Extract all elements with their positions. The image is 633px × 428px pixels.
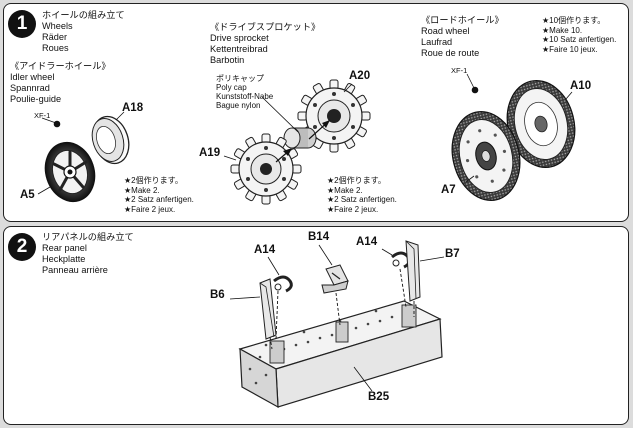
- step-number-badge: 2: [8, 233, 36, 261]
- heading-de: Räder: [42, 32, 68, 42]
- part-label-a10: A10: [570, 80, 592, 92]
- heading-de: Heckplatte: [42, 254, 86, 264]
- part-b14-drawing: [318, 244, 349, 326]
- part-b6-drawing: [229, 278, 277, 350]
- step-2-heading: リアパネルの組み立て Rear panel Heckplatte Panneau…: [42, 232, 134, 276]
- note-line: ★Faire 2 jeux.: [124, 204, 176, 214]
- road-en: Road wheel: [421, 26, 470, 36]
- polycap-en: Poly cap: [216, 83, 247, 92]
- part-b7-drawing: [405, 240, 445, 317]
- part-label-b7: B7: [445, 248, 460, 260]
- road-de: Laufrad: [421, 37, 453, 47]
- step-2-panel: 2 リアパネルの組み立て Rear panel Heckplatte Panne…: [3, 226, 629, 425]
- road-paint-code: XF-1: [451, 66, 468, 75]
- idler-jp: 《アイドラーホイール》: [10, 61, 111, 71]
- note-line: ★Faire 10 jeux.: [542, 44, 598, 54]
- note-line: ★Make 2.: [124, 185, 160, 195]
- note-line: ★Faire 2 jeux.: [327, 204, 379, 214]
- note-line: ★2 Satz anfertigen.: [327, 195, 397, 204]
- idler-wheel-caption: 《アイドラーホイール》 Idler wheel Spannrad Poulie-…: [10, 61, 111, 105]
- drive-sprocket-drawing: [223, 79, 371, 205]
- heading-jp: ホイールの組み立て: [42, 10, 125, 20]
- heading-jp: リアパネルの組み立て: [42, 232, 134, 242]
- step-1-heading: ホイールの組み立て Wheels Räder Roues: [42, 10, 125, 54]
- part-a14-right-drawing: [381, 248, 411, 308]
- heading-fr: Roues: [42, 43, 69, 53]
- road-fr: Roue de route: [421, 48, 480, 58]
- note-line: ★Make 10.: [542, 25, 583, 35]
- idler-fr: Poulie-guide: [10, 94, 62, 104]
- note-line: ★10個作ります。: [542, 16, 606, 25]
- rear-panel-drawing: [238, 300, 443, 409]
- part-label-a14-left: A14: [254, 244, 276, 256]
- step-number-badge: 1: [8, 10, 36, 38]
- heading-en: Wheels: [42, 21, 73, 31]
- part-label-b6: B6: [210, 289, 225, 301]
- part-label-a14-right: A14: [356, 236, 378, 248]
- heading-fr: Panneau arrière: [42, 265, 108, 275]
- drive-sprocket-caption: 《ドライブスプロケット》 Drive sprocket Kettentreibr…: [210, 22, 320, 66]
- sprocket-de: Kettentreibrad: [210, 44, 268, 54]
- idler-de: Spannrad: [10, 83, 50, 93]
- sprocket-jp: 《ドライブスプロケット》: [210, 22, 321, 32]
- part-label-b25: B25: [368, 391, 390, 403]
- part-label-a19: A19: [199, 147, 221, 159]
- idler-quantity-note: ★2個作ります。 ★Make 2. ★2 Satz anfertigen. ★F…: [124, 176, 194, 214]
- note-line: ★2個作ります。: [124, 176, 183, 185]
- part-label-a5: A5: [20, 189, 35, 201]
- idler-en: Idler wheel: [10, 72, 55, 82]
- idler-wheel-drawing: [37, 111, 130, 203]
- idler-paint-code: XF-1: [34, 111, 51, 120]
- note-line: ★2 Satz anfertigen.: [124, 195, 194, 204]
- note-line: ★Make 2.: [327, 185, 363, 195]
- part-a14-left-drawing: [267, 256, 293, 340]
- road-wheel-drawing: [451, 73, 576, 201]
- step-2-artwork: [229, 240, 445, 409]
- polycap-jp: ポリキャップ: [216, 74, 264, 83]
- road-wheel-caption: 《ロードホイール》 Road wheel Laufrad Roue de rou…: [421, 15, 504, 59]
- note-line: ★10 Satz anfertigen.: [542, 35, 617, 44]
- polycap-de: Kunststoff-Nabe: [216, 92, 274, 101]
- part-label-a20: A20: [349, 70, 371, 82]
- step-1-artwork: [37, 73, 576, 205]
- heading-en: Rear panel: [42, 243, 87, 253]
- part-label-a18: A18: [122, 102, 144, 114]
- road-quantity-note: ★10個作ります。 ★Make 10. ★10 Satz anfertigen.…: [542, 16, 616, 54]
- polycap-caption: ポリキャップ Poly cap Kunststoff-Nabe Bague ny…: [216, 74, 273, 110]
- sprocket-quantity-note: ★2個作ります。 ★Make 2. ★2 Satz anfertigen. ★F…: [327, 176, 397, 214]
- sprocket-en: Drive sprocket: [210, 33, 269, 43]
- step-1-panel: 1 ホイールの組み立て Wheels Räder Roues 《アイドラーホイー…: [3, 3, 629, 222]
- part-label-b14: B14: [308, 231, 330, 243]
- note-line: ★2個作ります。: [327, 176, 386, 185]
- part-label-a7: A7: [441, 184, 456, 196]
- sprocket-fr: Barbotin: [210, 55, 245, 65]
- road-jp: 《ロードホイール》: [421, 15, 504, 25]
- polycap-fr: Bague nylon: [216, 101, 261, 110]
